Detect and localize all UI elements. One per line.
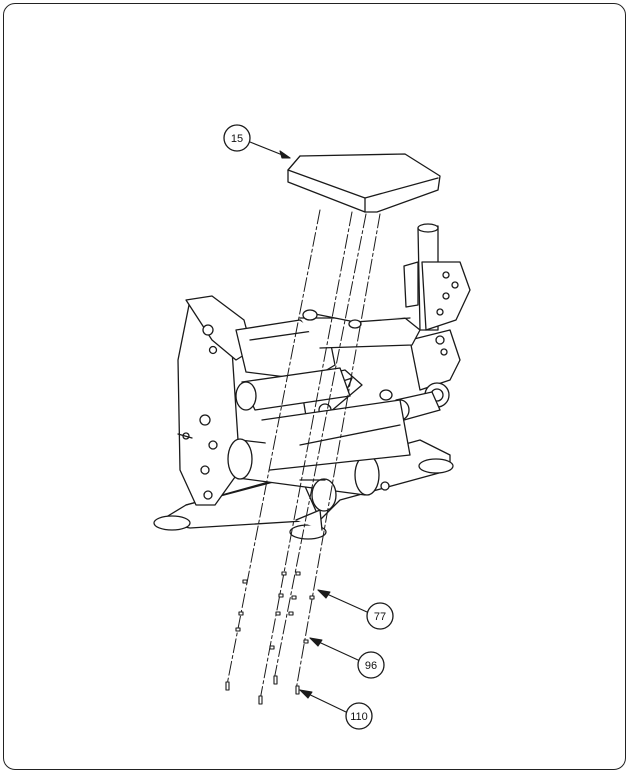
- callout-15: 15: [223, 124, 251, 152]
- machine-frame: [153, 223, 471, 540]
- page-frame: [3, 3, 626, 770]
- seat-pad: [287, 153, 441, 213]
- hardware-fasteners: [225, 571, 315, 705]
- callout-110: 110: [345, 702, 373, 730]
- callout-96-label: 96: [365, 660, 377, 672]
- callout-96: 96: [357, 651, 385, 679]
- washer: [242, 579, 248, 584]
- callout-15-label: 15: [231, 133, 243, 145]
- callout-77-label: 77: [374, 611, 386, 623]
- foot-right: [418, 458, 454, 474]
- foot-left: [153, 515, 191, 531]
- foot-front: [289, 524, 327, 540]
- callout-77: 77: [366, 602, 394, 630]
- explode-lines: [225, 209, 381, 701]
- tube-end-cap: [302, 309, 318, 321]
- leader-lines: [249, 141, 368, 713]
- callout-110-label: 110: [350, 711, 368, 723]
- bolt: [225, 681, 230, 691]
